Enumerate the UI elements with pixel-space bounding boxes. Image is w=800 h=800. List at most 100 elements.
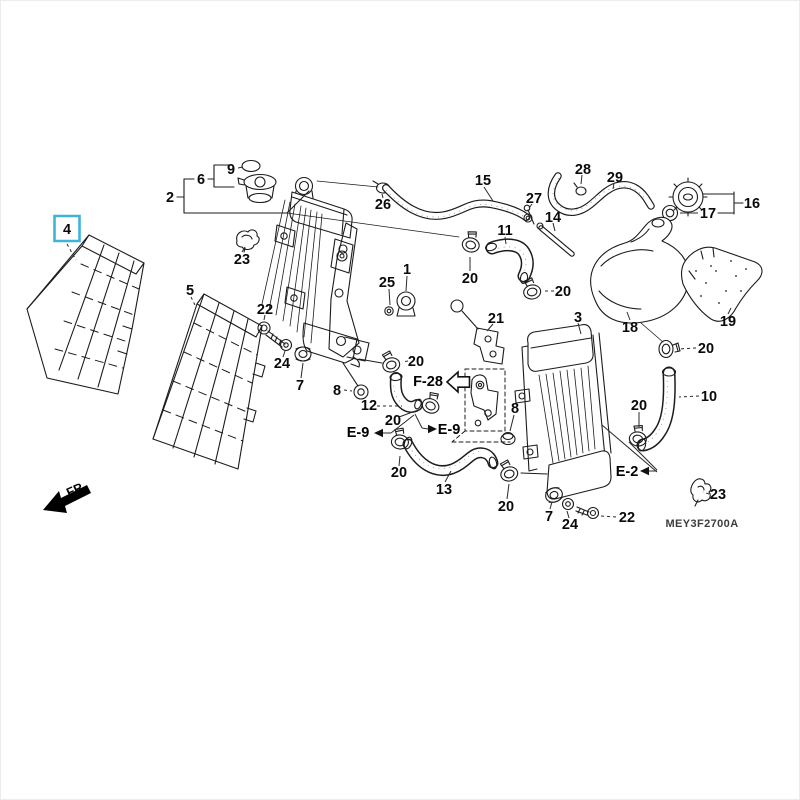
tank-18-drawing xyxy=(591,217,690,342)
callout-20[interactable]: 20 xyxy=(385,413,401,429)
callout-5[interactable]: 5 xyxy=(186,283,194,299)
ref-E-2[interactable]: E-2 xyxy=(616,464,639,480)
ref-E-9-group: E-9 xyxy=(415,414,460,438)
callout-27-group: 27 xyxy=(526,191,542,208)
cap-16-drawing xyxy=(663,178,744,221)
fr-arrow xyxy=(43,485,91,513)
ref-E-9[interactable]: E-9 xyxy=(347,425,370,441)
callout-26[interactable]: 26 xyxy=(375,197,391,213)
callout-28-group: 28 xyxy=(575,162,591,184)
callout-10-group: 10 xyxy=(679,389,717,405)
callout-24[interactable]: 24 xyxy=(274,356,290,372)
callout-20[interactable]: 20 xyxy=(555,284,571,300)
callout-8[interactable]: 8 xyxy=(511,401,519,417)
callout-23-group: 23 xyxy=(703,487,726,503)
selected-part-box xyxy=(55,216,80,241)
callout-20-group: 20 xyxy=(543,284,571,300)
f28-dashed-box xyxy=(452,369,510,442)
callout-7-group: 7 xyxy=(296,363,304,394)
callout-21[interactable]: 21 xyxy=(488,311,504,327)
ref-arrow-hollow-icon xyxy=(447,372,470,392)
callout-24-group: 24 xyxy=(274,351,290,372)
callout-13[interactable]: 13 xyxy=(436,482,452,498)
joint-14-drawing xyxy=(537,223,572,254)
hose-29-drawing xyxy=(551,176,651,212)
ref-F-28-group: F-28 xyxy=(413,372,469,392)
callout-20-group: 20 xyxy=(402,354,424,370)
callout-20-group: 20 xyxy=(391,456,407,481)
callout-15-group: 15 xyxy=(475,173,493,201)
diagram-code: MEY3F2700A xyxy=(665,518,738,530)
callout-17[interactable]: 17 xyxy=(700,206,716,222)
callout-20-group: 20 xyxy=(678,341,714,357)
parts-artwork xyxy=(27,161,762,519)
callout-12-group: 12 xyxy=(361,398,402,414)
callout-9[interactable]: 9 xyxy=(227,162,235,178)
callout-20[interactable]: 20 xyxy=(462,271,478,287)
pin-27-drawing xyxy=(524,205,534,224)
callout-15[interactable]: 15 xyxy=(475,173,491,189)
callout-7-group: 7 xyxy=(545,502,553,525)
louver-inner-drawing xyxy=(153,294,265,469)
callout-11[interactable]: 11 xyxy=(497,223,512,239)
callout-7[interactable]: 7 xyxy=(545,509,553,525)
callout-9-group: 9 xyxy=(227,162,243,178)
callout-16[interactable]: 16 xyxy=(744,196,760,212)
callout-25[interactable]: 25 xyxy=(379,275,395,291)
guard-19-drawing xyxy=(682,247,762,321)
callout-2[interactable]: 2 xyxy=(166,190,174,206)
callout-14[interactable]: 14 xyxy=(545,210,561,226)
callout-29[interactable]: 29 xyxy=(607,170,623,186)
callout-17-group: 17 xyxy=(680,206,716,222)
callout-10[interactable]: 10 xyxy=(701,389,717,405)
callout-3[interactable]: 3 xyxy=(574,310,582,326)
ref-E-9[interactable]: E-9 xyxy=(438,422,461,438)
callout-20[interactable]: 20 xyxy=(631,398,647,414)
callout-12[interactable]: 12 xyxy=(361,398,377,414)
callout-2-group: 2 xyxy=(166,190,183,206)
ref-arrow-icon xyxy=(374,428,383,438)
callout-20[interactable]: 20 xyxy=(391,465,407,481)
callout-28[interactable]: 28 xyxy=(575,162,591,178)
callout-26-group: 26 xyxy=(375,194,391,213)
callout-8-group: 8 xyxy=(333,383,352,399)
callout-19[interactable]: 19 xyxy=(720,314,736,330)
callout-27[interactable]: 27 xyxy=(526,191,542,207)
hardware-left-drawing xyxy=(258,322,368,399)
callout-23[interactable]: 23 xyxy=(234,252,250,268)
callout-11-group: 11 xyxy=(497,223,513,244)
callout-8[interactable]: 8 xyxy=(333,383,341,399)
callout-29-group: 29 xyxy=(607,170,623,189)
ref-E-2-group: E-2 xyxy=(602,425,657,480)
sensor-1-drawing xyxy=(385,292,415,316)
callout-4[interactable]: 4 xyxy=(63,222,71,238)
callout-23[interactable]: 23 xyxy=(710,487,726,503)
radiator-right-drawing xyxy=(515,325,611,500)
callout-20-group: 20 xyxy=(462,257,478,287)
clip-23-right-drawing xyxy=(691,479,711,506)
stay-21-drawing xyxy=(451,300,504,364)
callout-4-group: 4 xyxy=(55,216,80,260)
ref-arrow-icon xyxy=(428,424,437,434)
hose-10-drawing xyxy=(637,368,675,452)
nut-8-right-drawing xyxy=(501,433,515,445)
callout-20[interactable]: 20 xyxy=(498,499,514,515)
callout-5-group: 5 xyxy=(186,283,195,305)
callout-6[interactable]: 6 xyxy=(197,172,205,188)
callout-20[interactable]: 20 xyxy=(408,354,424,370)
callout-22[interactable]: 22 xyxy=(257,302,273,318)
callout-7[interactable]: 7 xyxy=(296,378,304,394)
callout-20[interactable]: 20 xyxy=(698,341,714,357)
callout-25-group: 25 xyxy=(379,275,395,305)
callout-22[interactable]: 22 xyxy=(619,510,635,526)
louver-left-drawing xyxy=(27,235,144,394)
callout-3-group: 3 xyxy=(574,310,582,334)
front-direction-label: FR. xyxy=(64,479,88,500)
ref-F-28[interactable]: F-28 xyxy=(413,374,443,390)
callout-24[interactable]: 24 xyxy=(562,517,578,533)
callout-23-group: 23 xyxy=(234,247,250,268)
callout-14-group: 14 xyxy=(545,210,561,231)
callout-1[interactable]: 1 xyxy=(403,262,411,278)
callout-18[interactable]: 18 xyxy=(622,320,638,336)
callout-13-group: 13 xyxy=(436,471,452,498)
